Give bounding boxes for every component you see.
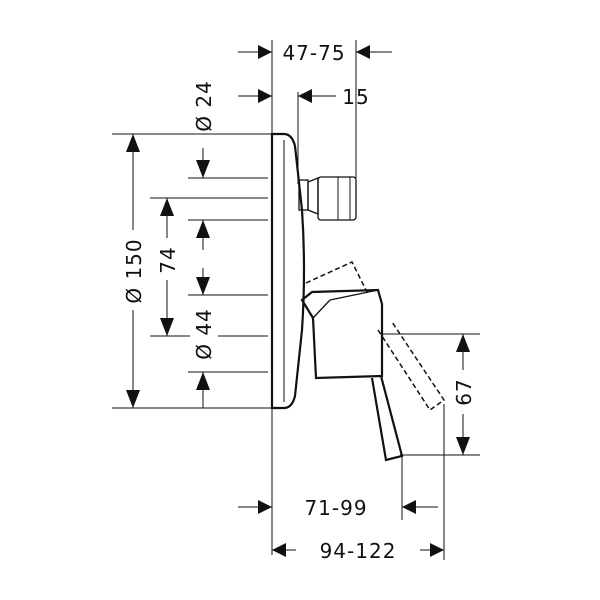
dim-lever-height: 67 [450,334,476,455]
lever-alternate-position [305,261,446,412]
dim-top-offset: 15 [238,85,369,109]
dim-plate-diameter: Ø 150 [120,134,148,408]
dim-top-depth: 47-75 [238,41,392,65]
dim-valve-diameter: Ø 24 [192,80,216,250]
lever-body [300,288,384,380]
dim-plate-diameter-label: Ø 150 [122,238,146,303]
dim-lever-reach: 71-99 [238,496,438,520]
dim-inner-spacing-label: 74 [156,246,180,273]
dim-total-reach-label: 94-122 [320,539,397,563]
dim-lever-height-label: 67 [452,378,476,405]
dim-top-offset-label: 15 [342,85,369,109]
dim-lower-diameter-label: Ø 44 [192,308,216,360]
wall-plate [270,132,306,410]
dim-total-reach: 94-122 [272,539,444,563]
diverter-knob [298,176,357,221]
dim-valve-diameter-label: Ø 24 [192,80,216,132]
dim-top-depth-label: 47-75 [282,41,345,65]
extension-lines [112,40,480,560]
dim-inner-spacing: 74 [155,198,181,336]
lever-handle [370,375,404,462]
dim-lever-reach-label: 71-99 [304,496,367,520]
dim-lower-diameter: Ø 44 [190,268,218,408]
